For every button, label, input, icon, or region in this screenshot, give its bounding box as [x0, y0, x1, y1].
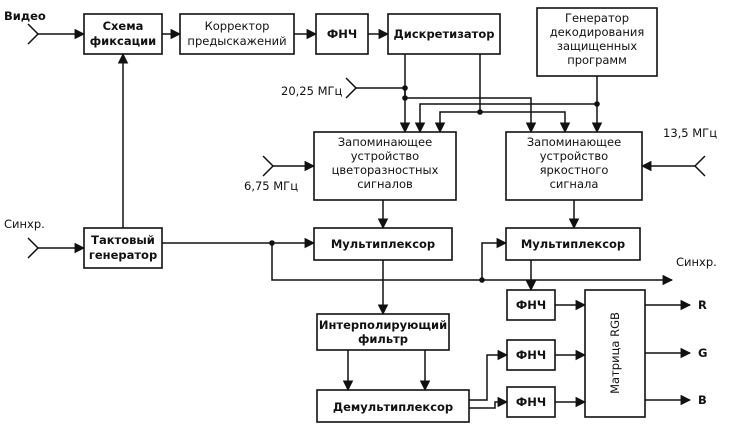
- freq-675-terminal: [262, 155, 275, 177]
- interpolating-filter-block: Интерполирующий фильтр: [316, 313, 450, 351]
- chroma-memory-block: Запоминающее устройство цветоразностных …: [313, 131, 457, 201]
- predistortion-label-1: Корректор: [205, 19, 270, 33]
- decoder-label-4: программ: [567, 53, 627, 67]
- video-input-terminal: [27, 23, 40, 45]
- sampler-label: Дискретизатор: [394, 27, 495, 41]
- chroma-memory-label-2: устройство: [351, 149, 419, 163]
- freq-2025-label: 20,25 МГц: [281, 84, 343, 98]
- chroma-memory-label-3: цветоразностных: [332, 163, 439, 177]
- junction-dots: [269, 85, 600, 283]
- freq-675-label: 6,75 МГц: [244, 179, 298, 193]
- signal-wires: [38, 28, 695, 409]
- output-b-label: B: [698, 393, 707, 407]
- mux-right-block: Мультиплексор: [505, 227, 641, 261]
- clock-generator-label-2: генератор: [89, 248, 157, 262]
- mux-left-label: Мультиплексор: [331, 237, 435, 251]
- chroma-memory-label-4: сигналов: [357, 177, 413, 191]
- interpolating-filter-label-2: фильтр: [358, 332, 408, 346]
- demux-block: Демультиплексор: [316, 389, 470, 423]
- luma-memory-label-4: сигнала: [550, 177, 599, 191]
- video-input-label: Видео: [4, 9, 46, 23]
- sync-output-label: Синхр.: [676, 255, 717, 269]
- lpf-r-label: ФНЧ: [516, 298, 546, 312]
- freq-2025-terminal: [345, 77, 358, 99]
- sync-input-label: Синхр.: [4, 217, 45, 231]
- lpf-top-label: ФНЧ: [327, 27, 357, 41]
- predistortion-block: Корректор предыскажений: [179, 13, 295, 55]
- luma-memory-label-3: яркостного: [540, 163, 609, 177]
- decoder-label-1: Генератор: [565, 11, 629, 25]
- fixation-label-1: Схема: [103, 19, 144, 33]
- freq-135-label: 13,5 МГц: [663, 126, 717, 140]
- rgb-matrix-block: Матрица RGB: [584, 289, 646, 418]
- decoder-label-2: декодирования: [550, 25, 645, 39]
- clock-generator-block: Тактовый генератор: [83, 227, 163, 269]
- lpf-g-label: ФНЧ: [516, 348, 546, 362]
- luma-memory-label-1: Запоминающее: [527, 135, 621, 149]
- decoder-block: Генератор декодирования защищенных прогр…: [536, 7, 658, 77]
- rgb-matrix-label: Матрица RGB: [608, 312, 622, 394]
- sampler-block: Дискретизатор: [387, 13, 501, 55]
- chroma-memory-label-1: Запоминающее: [338, 135, 432, 149]
- mux-right-label: Мультиплексор: [521, 237, 625, 251]
- fixation-block: Схема фиксации: [83, 13, 163, 55]
- clock-generator-label-1: Тактовый: [91, 233, 155, 247]
- output-r-label: R: [698, 298, 707, 312]
- mux-left-block: Мультиплексор: [313, 227, 453, 261]
- decoder-label-3: защищенных: [557, 39, 637, 53]
- predistortion-label-2: предыскажений: [187, 34, 286, 48]
- lpf-r-block: ФНЧ: [506, 289, 556, 321]
- demux-label: Демультиплексор: [333, 400, 453, 414]
- interpolating-filter-label-1: Интерполирующий: [319, 318, 447, 332]
- fixation-label-2: фиксации: [90, 34, 157, 48]
- sync-input-terminal: [27, 237, 40, 259]
- output-g-label: G: [698, 346, 707, 360]
- freq-135-terminal: [693, 155, 706, 177]
- lpf-top-block: ФНЧ: [315, 13, 369, 55]
- luma-memory-label-2: устройство: [540, 149, 608, 163]
- lpf-b-block: ФНЧ: [506, 386, 556, 418]
- lpf-g-block: ФНЧ: [506, 339, 556, 371]
- luma-memory-block: Запоминающее устройство яркостного сигна…: [505, 131, 643, 201]
- lpf-b-label: ФНЧ: [516, 395, 546, 409]
